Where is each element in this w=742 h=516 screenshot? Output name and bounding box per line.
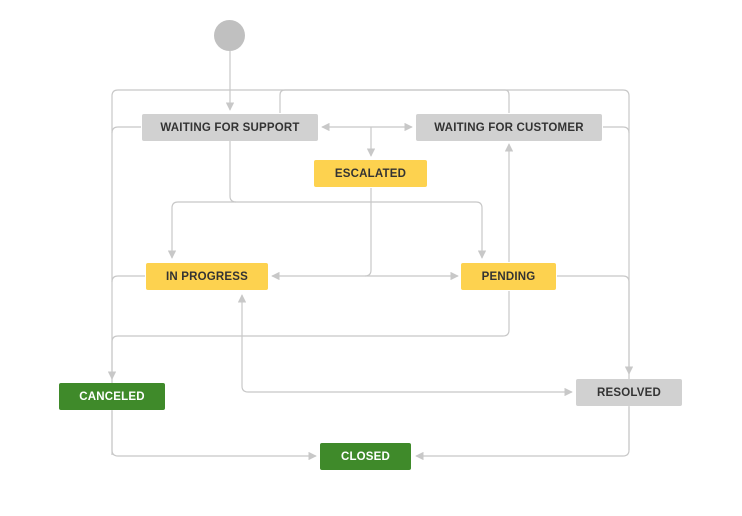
status-closed[interactable]: CLOSED bbox=[320, 443, 411, 470]
transition-canceled-closed bbox=[111, 411, 317, 461]
status-in-progress[interactable]: IN PROGRESS bbox=[146, 263, 268, 290]
transition-wfs-left bbox=[111, 126, 141, 134]
start-node[interactable] bbox=[214, 20, 245, 51]
transition-escalated-down bbox=[364, 188, 372, 277]
transition-top-bump bbox=[279, 89, 510, 113]
transition-resolved-ip bbox=[237, 294, 573, 397]
transition-outer-loop bbox=[111, 89, 630, 461]
transition-to-in-progress bbox=[167, 201, 236, 259]
transition-ip-left bbox=[111, 275, 145, 283]
status-resolved[interactable]: RESOLVED bbox=[576, 379, 682, 406]
transition-wfs-down bbox=[229, 141, 487, 259]
transition-pending-resolved bbox=[557, 275, 634, 375]
status-waiting-for-customer[interactable]: WAITING FOR CUSTOMER bbox=[416, 114, 602, 141]
status-escalated[interactable]: ESCALATED bbox=[314, 160, 427, 187]
transition-wfc-right bbox=[603, 126, 630, 134]
status-pending[interactable]: PENDING bbox=[461, 263, 556, 290]
status-canceled[interactable]: CANCELED bbox=[59, 383, 165, 410]
transition-pending-canceled bbox=[107, 291, 510, 380]
status-waiting-for-support[interactable]: WAITING FOR SUPPORT bbox=[142, 114, 318, 141]
